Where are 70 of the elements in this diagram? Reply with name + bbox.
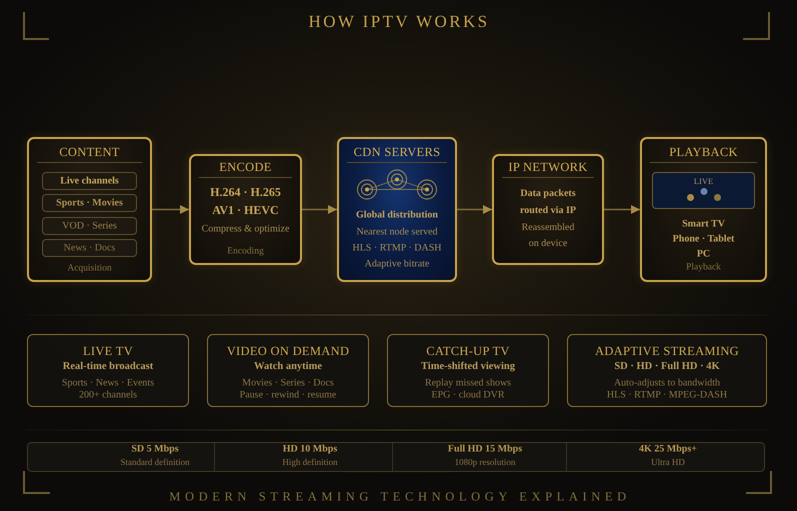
card-text: HLS · RTMP · MPEG-DASH bbox=[606, 389, 728, 401]
category-chip bbox=[42, 239, 137, 257]
chip-label: Sports · Movies bbox=[56, 197, 123, 209]
chip-label: News · Docs bbox=[64, 242, 116, 254]
card-text: Auto-adjusts to bandwidth bbox=[614, 377, 720, 389]
box-text: Reassembled on device bbox=[520, 221, 576, 251]
card-text: Pause · rewind · resume bbox=[240, 389, 336, 401]
card-subheading: Real-time broadcast bbox=[62, 360, 154, 374]
screen-panel bbox=[652, 172, 755, 209]
process-box bbox=[492, 154, 604, 265]
box-text: Compress & optimize bbox=[202, 223, 290, 235]
bitrate-caption: 1080p resolution bbox=[454, 456, 516, 468]
bitrate-value: 4K 25 Mbps+ bbox=[639, 443, 697, 455]
process-box bbox=[27, 137, 152, 282]
feature-card bbox=[207, 334, 369, 407]
category-chip bbox=[42, 172, 137, 190]
box-heading: PLAYBACK bbox=[669, 144, 738, 160]
box-heading: CONTENT bbox=[59, 144, 120, 160]
category-chip bbox=[42, 194, 137, 212]
chip-label: VOD · Series bbox=[62, 220, 117, 232]
card-text: 200+ channels bbox=[78, 389, 138, 401]
box-heading: IP NETWORK bbox=[508, 160, 588, 174]
card-text: Sports · News · Events bbox=[62, 377, 154, 389]
card-text: Movies · Series · Docs bbox=[242, 377, 334, 389]
box-heading: CDN SERVERS bbox=[354, 144, 440, 160]
bitrate-caption: Standard definition bbox=[120, 456, 190, 468]
card-heading: CATCH-UP TV bbox=[426, 344, 510, 358]
arrow bbox=[457, 205, 492, 214]
process-box bbox=[189, 154, 302, 265]
card-text: Replay missed shows bbox=[424, 377, 512, 389]
box-text: Smart TV bbox=[682, 218, 725, 230]
card-subheading: Watch anytime bbox=[254, 360, 322, 374]
box-heading: ENCODE bbox=[219, 160, 272, 174]
stage-caption: Acquisition bbox=[67, 264, 112, 274]
stage-caption: Playback bbox=[686, 262, 721, 274]
arrow bbox=[152, 205, 189, 214]
bitrate-value: SD 5 Mbps bbox=[131, 443, 179, 455]
chip-label: Live channels bbox=[60, 175, 119, 187]
process-box bbox=[337, 137, 457, 282]
card-heading: ADAPTIVE STREAMING bbox=[595, 344, 739, 358]
category-chip bbox=[42, 217, 137, 235]
arrow bbox=[302, 205, 337, 214]
box-text: HLS · RTMP · DASH bbox=[352, 242, 442, 254]
box-text: Global distribution bbox=[356, 209, 438, 221]
feature-card bbox=[27, 334, 189, 407]
live-label: LIVE bbox=[694, 177, 714, 187]
box-text: Phone · Tablet bbox=[672, 233, 734, 245]
bitrate-caption: High definition bbox=[282, 456, 338, 468]
stage-caption: Encoding bbox=[227, 246, 264, 258]
bitrate-value: Full HD 15 Mbps bbox=[448, 443, 522, 455]
diagram-caption: MODERN STREAMING TECHNOLOGY EXPLAINED bbox=[169, 490, 631, 504]
card-subheading: SD · HD · Full HD · 4K bbox=[614, 360, 720, 374]
box-text: Adaptive bitrate bbox=[364, 258, 430, 270]
card-text: EPG · cloud DVR bbox=[431, 389, 505, 401]
card-heading: LIVE TV bbox=[82, 344, 134, 358]
box-text: PC bbox=[696, 248, 710, 260]
process-box bbox=[640, 137, 767, 282]
bitrate-strip bbox=[27, 442, 765, 472]
bitrate-caption: Ultra HD bbox=[651, 456, 685, 468]
bitrate-value: HD 10 Mbps bbox=[282, 443, 338, 455]
feature-card bbox=[567, 334, 767, 407]
box-text: Nearest node served bbox=[356, 226, 438, 238]
card-subheading: Time-shifted viewing bbox=[421, 360, 515, 374]
codec-text: H.264 · H.265 bbox=[210, 186, 281, 200]
diagram-title: HOW IPTV WORKS bbox=[308, 12, 490, 32]
arrow bbox=[604, 205, 640, 214]
box-text: Data packets routed via IP bbox=[519, 186, 577, 218]
card-heading: VIDEO ON DEMAND bbox=[226, 344, 350, 358]
codec-text: AV1 · HEVC bbox=[212, 204, 279, 218]
feature-card bbox=[387, 334, 549, 407]
